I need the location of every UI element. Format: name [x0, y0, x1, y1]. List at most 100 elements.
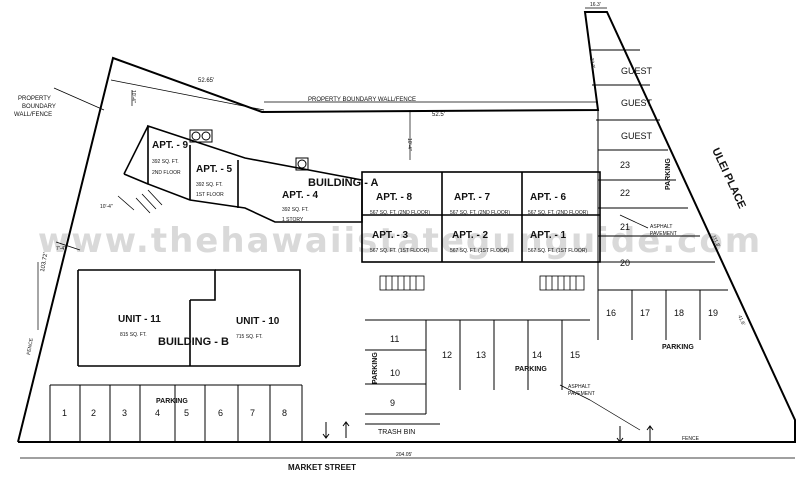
apartment-apt5: APT. - 5 392 SQ. FT. 1ST FLOOR: [196, 164, 233, 198]
dim-top-right: 16.3': [590, 2, 601, 8]
trash-bin-label: TRASH BIN: [378, 429, 415, 436]
unit-11: UNIT - 11 815 SQ. FT.: [118, 314, 161, 338]
stall-13: 13: [476, 350, 486, 360]
street-label: MARKET STREET: [288, 463, 356, 472]
unit10-name: UNIT - 10: [236, 316, 280, 327]
dimension-lines: [20, 7, 795, 459]
boundary-left-label-2: BOUNDARY: [22, 104, 56, 110]
asphalt-label-2b: PAVEMENT: [568, 391, 595, 397]
stairs: [135, 189, 585, 291]
building-a: [123, 124, 601, 263]
stall-16: 16: [606, 308, 616, 318]
parking-label-right: PARKING: [665, 158, 672, 190]
apt4-area: 392 SQ. FT.: [282, 207, 309, 213]
dim-10-4-a: 10'-4": [130, 90, 136, 103]
stall-6: 6: [218, 408, 223, 418]
apt9-area: 392 SQ. FT.: [152, 159, 179, 165]
dim-7-4: 7'-4": [56, 246, 66, 252]
boundary-left-label-1: PROPERTY: [18, 96, 51, 102]
apartment-apt2: APT. - 2 567 SQ. FT. (1ST FLOOR): [450, 230, 509, 254]
parking-1-8: [49, 384, 303, 442]
apt5-floor: 1ST FLOOR: [196, 192, 224, 198]
property-boundary: [17, 11, 796, 443]
boundary-left-label-3: WALL/FENCE: [14, 112, 52, 118]
dim-52-65: 52.65': [198, 78, 214, 84]
utility-circle-1: [191, 131, 201, 141]
stall-17: 17: [640, 308, 650, 318]
dim-103-72: 103.72': [40, 252, 49, 272]
apartment-apt8: APT. - 8 567 SQ. FT. (2ND FLOOR): [370, 192, 430, 216]
side-street-label: ULEI PLACE: [709, 146, 748, 210]
stall-11: 11: [390, 334, 399, 344]
stall-7: 7: [250, 408, 255, 418]
apt2-area: 567 SQ. FT. (1ST FLOOR): [450, 248, 509, 254]
apt7-area: 567 SQ. FT. (2ND FLOOR): [450, 210, 510, 216]
apt7-name: APT. - 7: [454, 192, 491, 203]
parking-label-middle: PARKING: [515, 366, 547, 373]
stall-4: 4: [155, 408, 160, 418]
parking-label-bottom-right: PARKING: [662, 344, 694, 351]
parking-16-19: [597, 290, 701, 340]
watermark: www.thehawaiistategunguide.com: [38, 221, 762, 261]
apartment-apt4: APT. - 4 392 SQ. FT. 1 STORY: [282, 190, 319, 223]
apt6-area: 567 SQ. FT. (2ND FLOOR): [528, 210, 588, 216]
apt3-area: 567 SQ. FT. (1ST FLOOR): [370, 248, 429, 254]
unit11-name: UNIT - 11: [118, 314, 161, 325]
stall-15: 15: [570, 350, 580, 360]
stall-5: 5: [184, 408, 189, 418]
unit-10: UNIT - 10 715 SQ. FT.: [236, 316, 280, 340]
apt8-area: 567 SQ. FT. (2ND FLOOR): [370, 210, 430, 216]
stall-9: 9: [390, 398, 395, 408]
stall-18: 18: [674, 308, 684, 318]
apt9-name: APT. - 9: [152, 140, 189, 151]
apartment-apt1: APT. - 1 567 SQ. FT. (1ST FLOOR): [528, 230, 587, 254]
dim-111-8: 111.8': [710, 234, 721, 248]
guest-stall-1: GUEST: [621, 66, 653, 76]
stall-20: 20: [620, 258, 630, 268]
dim-10-4-b: 10'-4": [406, 138, 412, 151]
apt5-name: APT. - 5: [196, 164, 233, 175]
stall-8: 8: [282, 408, 287, 418]
apt8-name: APT. - 8: [376, 192, 413, 203]
parking-label-left: PARKING: [156, 398, 188, 405]
building-b-label: BUILDING - B: [158, 336, 229, 348]
apt2-name: APT. - 2: [452, 230, 489, 241]
boundary-top-label: PROPERTY BOUNDARY WALL/FENCE: [308, 97, 416, 103]
stall-10: 10: [390, 368, 400, 378]
fence-label-bottom: FENCE: [682, 436, 700, 442]
building-a-label: BUILDING - A: [308, 177, 379, 189]
apt1-name: APT. - 1: [530, 230, 567, 241]
apt3-name: APT. - 3: [372, 230, 409, 241]
asphalt-label-1b: PAVEMENT: [650, 231, 677, 237]
stall-21: 21: [620, 222, 630, 232]
stall-19: 19: [708, 308, 718, 318]
utility-circle-3: [297, 159, 307, 169]
dim-22-9: 22.9': [588, 57, 596, 69]
stall-2: 2: [91, 408, 96, 418]
apt5-area: 392 SQ. FT.: [196, 182, 223, 188]
apartment-apt9: APT. - 9 392 SQ. FT. 2ND FLOOR: [152, 140, 189, 176]
dim-41-6: 41.6': [736, 314, 746, 326]
apartment-apt7: APT. - 7 567 SQ. FT. (2ND FLOOR): [450, 192, 510, 216]
parking-label-vertical: PARKING: [372, 352, 379, 384]
asphalt-label-1a: ASPHALT: [650, 224, 672, 230]
stall-3: 3: [122, 408, 127, 418]
stall-12: 12: [442, 350, 452, 360]
guest-stall-2: GUEST: [621, 98, 653, 108]
dim-52-5: 52.5': [432, 112, 445, 118]
unit11-area: 815 SQ. FT.: [120, 332, 147, 338]
parking-middle: [365, 319, 590, 425]
unit10-area: 715 SQ. FT.: [236, 334, 263, 340]
dim-204-05: 204.05': [396, 452, 412, 458]
apt4-name: APT. - 4: [282, 190, 319, 201]
apartment-apt6: APT. - 6 567 SQ. FT. (2ND FLOOR): [528, 192, 588, 216]
stall-22: 22: [620, 188, 630, 198]
guest-parking-area: [590, 49, 728, 291]
guest-stall-3: GUEST: [621, 131, 653, 141]
asphalt-label-2a: ASPHALT: [568, 384, 590, 390]
utility-circle-2: [201, 131, 211, 141]
apartment-apt3: APT. - 3 567 SQ. FT. (1ST FLOOR): [370, 230, 429, 254]
stall-1: 1: [62, 408, 67, 418]
apt6-name: APT. - 6: [530, 192, 567, 203]
